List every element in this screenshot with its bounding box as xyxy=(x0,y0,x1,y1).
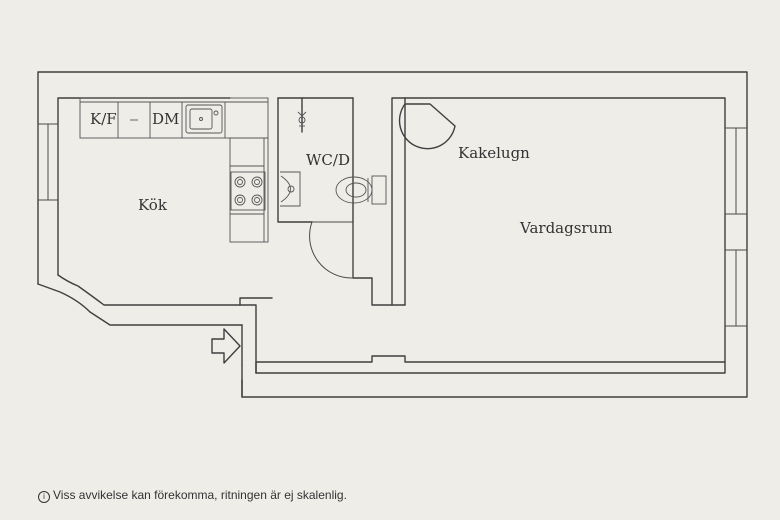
kitchen-label: Kök xyxy=(138,196,167,214)
living-room-label: Vardagsrum xyxy=(520,219,613,237)
bottom-partitions xyxy=(241,355,726,398)
tile-stove-label: Kakelugn xyxy=(458,144,530,162)
dishwasher-label: DM xyxy=(152,110,180,128)
wc-label: WC/D xyxy=(306,151,350,169)
left-window xyxy=(37,123,59,201)
right-windows xyxy=(724,127,748,327)
info-icon: i xyxy=(38,491,50,503)
bathroom-walls xyxy=(277,97,406,306)
kitchen-counter xyxy=(79,97,269,243)
tile-stove-icon xyxy=(398,103,456,150)
entrance-arrow-icon xyxy=(211,328,241,364)
toilet-icon xyxy=(335,175,387,205)
stove-icon xyxy=(230,171,266,211)
washbasin-icon xyxy=(280,171,301,207)
fridge-freezer-label: K/F xyxy=(90,110,117,128)
disclaimer-text: Viss avvikelse kan förekomma, ritningen … xyxy=(53,488,347,502)
shower-icon xyxy=(297,111,307,127)
